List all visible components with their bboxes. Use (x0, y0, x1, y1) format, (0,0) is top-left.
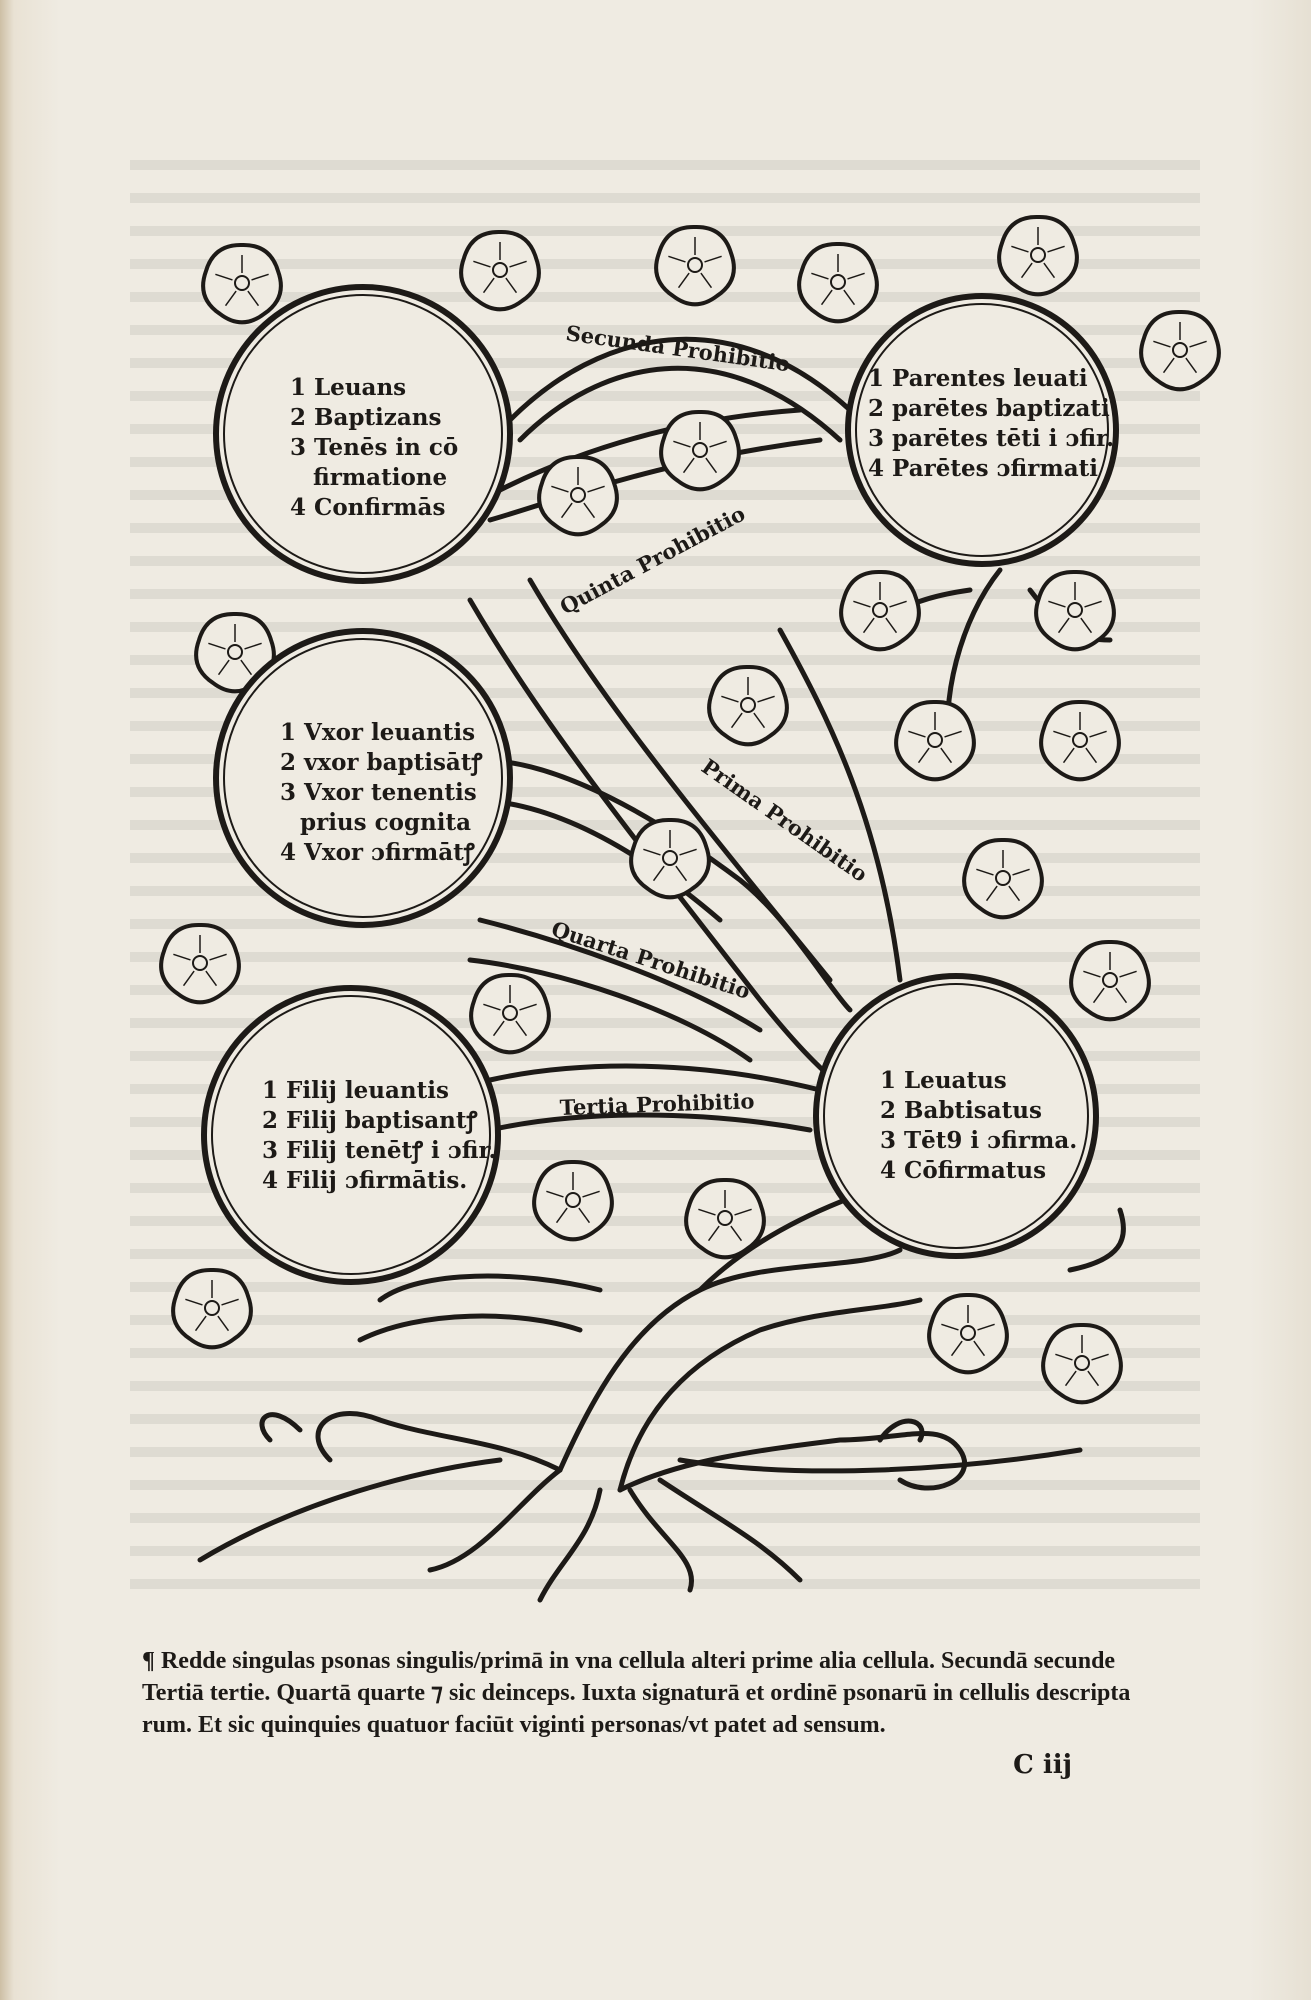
circle-line: 4 Parētes ɔfirmati (868, 455, 1098, 482)
caption-line: rum. Et sic quinquies quatuor faciūt vig… (142, 1712, 886, 1738)
circle-line: 2 Filij baptisantꝭ (262, 1107, 478, 1134)
circle-line: prius cognita (300, 809, 471, 836)
rose-flower-icon (1041, 1322, 1123, 1405)
circle-line: 1 Filij leuantis (262, 1077, 449, 1104)
rose-flower-icon (171, 1267, 253, 1350)
circle-line: 2 Baptizans (290, 404, 441, 431)
relationship-circles: 1 Leuans 2 Baptizans 3 Tenēs in cō firma… (201, 284, 1119, 1285)
circle-line: 2 parētes baptizati (868, 395, 1110, 422)
banner-tertia-prohibitio: Tertia Prohibitio (559, 1088, 754, 1120)
circle-top-left: 1 Leuans 2 Baptizans 3 Tenēs in cō firma… (213, 284, 513, 584)
caption-line: ¶ Redde singulas psonas singulis/primā i… (142, 1648, 1116, 1674)
signature-mark: C iij (1013, 1750, 1072, 1780)
caption-line: Tertiā tertie. Quartā quarte ⁊ sic deinc… (142, 1680, 1131, 1706)
rose-flower-icon (1139, 309, 1221, 392)
circle-line: 1 Vxor leuantis (280, 719, 475, 746)
circle-line: 3 Vxor tenentis (280, 779, 477, 806)
rose-flower-icon (194, 611, 276, 694)
circle-line: 2 Babtisatus (880, 1097, 1042, 1124)
circle-line: 1 Parentes leuati (868, 365, 1088, 392)
circle-line: 3 Filij tenētꝭ i ɔfir. (262, 1137, 497, 1164)
rose-flower-icon (927, 1292, 1009, 1375)
rose-flower-icon (997, 214, 1079, 297)
circle-line: 3 Tenēs in cō (290, 434, 458, 461)
rose-flower-icon (659, 409, 741, 492)
circle-top-right: 1 Parentes leuati 2 parētes baptizati 3 … (845, 293, 1119, 567)
caption-text: ¶ Redde singulas psonas singulis/primā i… (142, 1645, 1192, 1781)
rose-flower-icon (839, 569, 921, 652)
rose-flower-icon (894, 699, 976, 782)
rose-flower-icon (459, 229, 541, 312)
rose-flower-icon (532, 1159, 614, 1242)
circle-line: 4 Vxor ɔfirmātꝭ (280, 839, 475, 866)
rose-flower-icon (159, 922, 241, 1005)
circle-line: 1 Leuatus (880, 1067, 1007, 1094)
rose-flower-icon (654, 224, 736, 307)
rose-flower-icon (537, 454, 619, 537)
rose-flower-icon (707, 664, 789, 747)
rose-flower-icon (201, 242, 283, 325)
circle-middle-left: 1 Vxor leuantis 2 vxor baptisātꝭ 3 Vxor … (213, 628, 513, 928)
rose-flower-icon (1069, 939, 1151, 1022)
circle-line: 2 vxor baptisātꝭ (280, 749, 482, 776)
circle-line: 4 Cōfirmatus (880, 1157, 1046, 1184)
rose-flower-icon (797, 241, 879, 324)
circle-line: 4 Filij ɔfirmātis. (262, 1167, 467, 1194)
rose-flower-icon (1034, 569, 1116, 652)
flower-ornaments (159, 214, 1221, 1405)
banner-quarta-prohibitio: Quarta Prohibitio (548, 916, 753, 1004)
rose-flower-icon (684, 1177, 766, 1260)
circle-line: firmatione (313, 464, 447, 491)
rose-flower-icon (469, 972, 551, 1055)
circle-line: 1 Leuans (290, 374, 406, 401)
circle-line: 3 parētes tēti i ɔfir. (868, 425, 1114, 452)
rose-flower-icon (1039, 699, 1121, 782)
circle-bottom-left: 1 Filij leuantis 2 Filij baptisantꝭ 3 Fi… (201, 985, 501, 1285)
circle-line: 3 Tēt9 i ɔfirma. (880, 1127, 1077, 1154)
circle-line: 4 Confirmās (290, 494, 445, 521)
tree-trunk-and-branches (197, 336, 1126, 1603)
rose-flower-icon (629, 817, 711, 900)
rose-flower-icon (962, 837, 1044, 920)
circle-bottom-right: 1 Leuatus 2 Babtisatus 3 Tēt9 i ɔfirma. … (813, 973, 1099, 1259)
